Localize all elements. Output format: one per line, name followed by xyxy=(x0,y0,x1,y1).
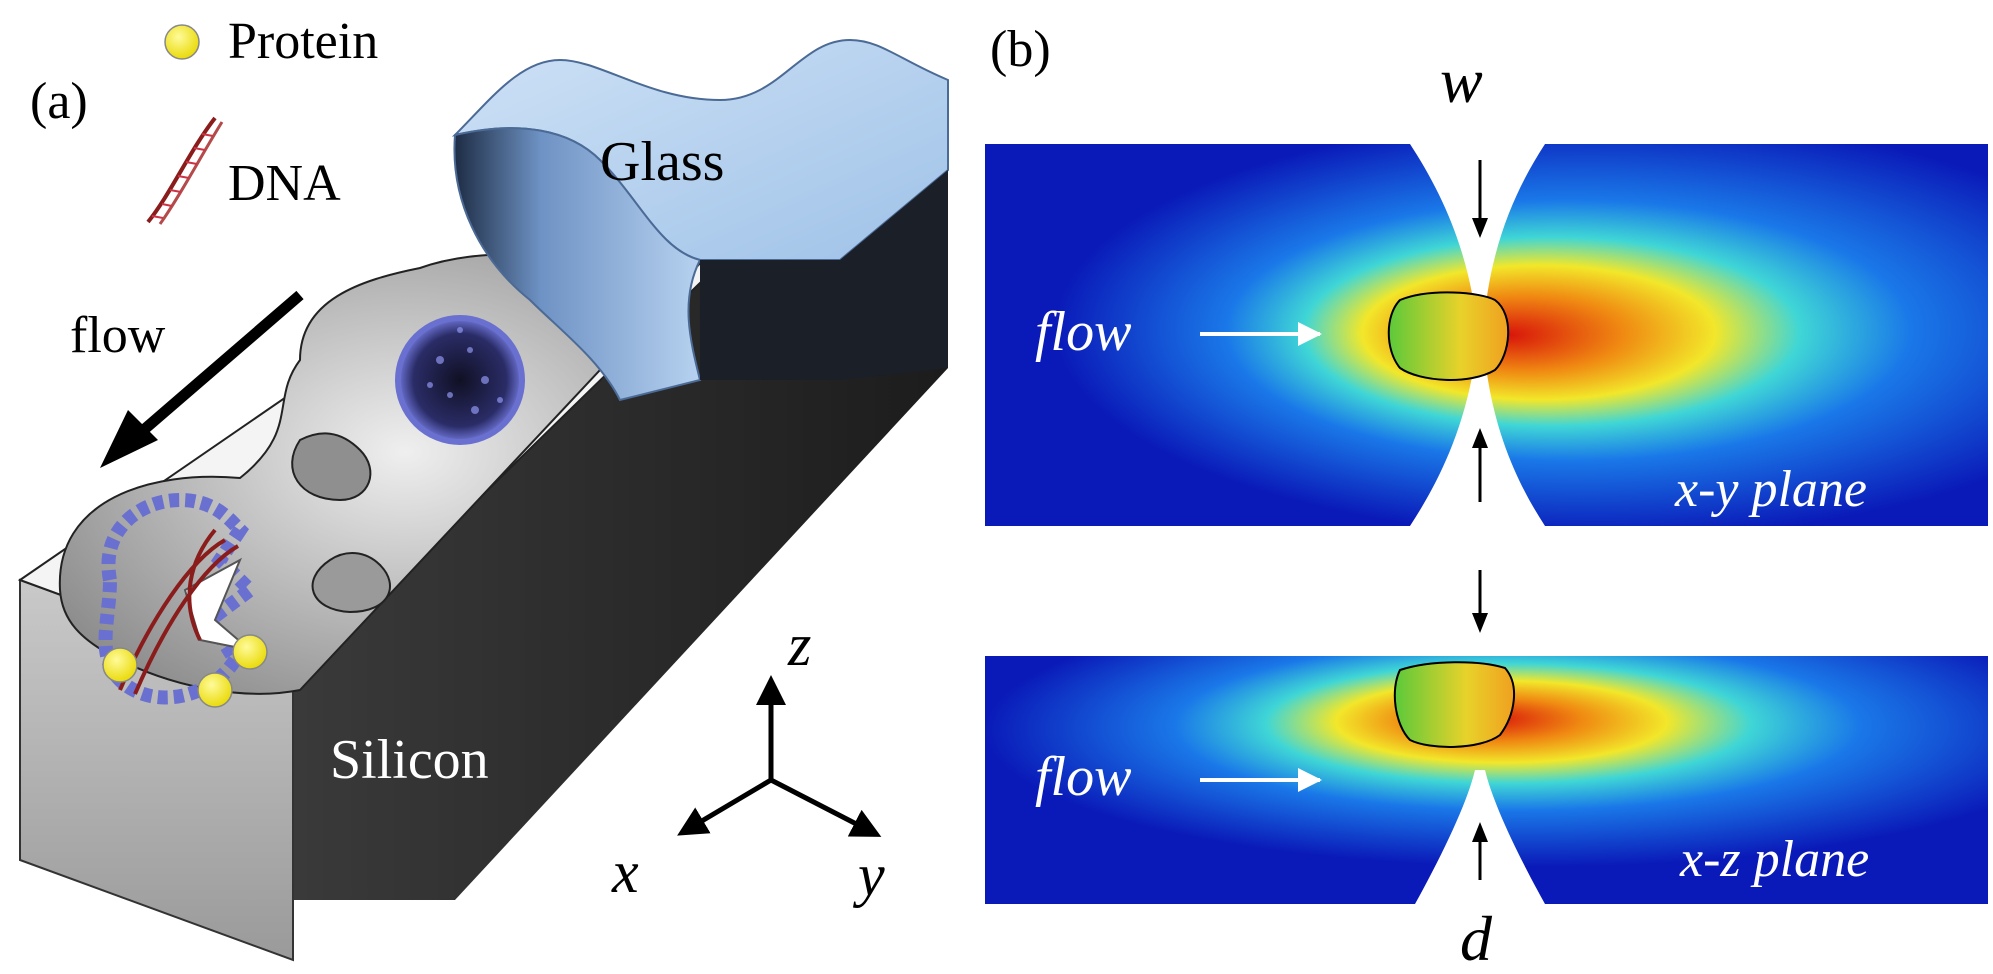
panel-b: (b) w d flow x-y plane flow x-z plane xyxy=(985,21,1988,974)
xy-plane-plot: flow x-y plane xyxy=(985,144,1988,526)
xz-plane-plot: flow x-z plane xyxy=(985,570,1988,904)
protein-legend-icon xyxy=(164,24,200,60)
dna-strand-2 xyxy=(187,528,217,641)
glass-cover xyxy=(451,38,949,402)
legend-protein-label: Protein xyxy=(228,13,378,70)
xz-flow-label: flow xyxy=(1035,746,1131,808)
flow-arrow xyxy=(128,290,304,445)
flow-label: flow xyxy=(70,307,166,364)
silicon-label: Silicon xyxy=(330,729,489,791)
w-label: w xyxy=(1440,45,1483,116)
flow-arrowhead xyxy=(100,410,158,468)
axis-z-label: z xyxy=(787,612,811,678)
legend: Protein DNA xyxy=(146,13,378,225)
intact-cell xyxy=(395,315,525,445)
xy-plane-label: x-y plane xyxy=(1674,461,1867,518)
axis-x-label: x xyxy=(611,839,639,905)
x-axis xyxy=(677,777,773,836)
constriction-left-lobe xyxy=(291,432,372,502)
axis-y-label: y xyxy=(852,842,885,908)
xy-flow-label: flow xyxy=(1035,301,1131,363)
panel-a-label: (a) xyxy=(30,73,88,130)
y-axis xyxy=(769,777,882,837)
xz-field xyxy=(985,656,1988,904)
panel-a: (a) Protein DNA flow xyxy=(17,13,949,962)
glass-label: Glass xyxy=(600,131,724,193)
panel-b-label: (b) xyxy=(990,21,1051,78)
protein-2 xyxy=(197,672,233,708)
protein-3 xyxy=(232,634,268,670)
d-label: d xyxy=(1460,903,1493,974)
xz-cell xyxy=(1393,661,1516,748)
xz-plane-label: x-z plane xyxy=(1679,831,1869,888)
constriction-right-lobe xyxy=(311,552,391,614)
dna-legend-icon xyxy=(146,116,224,225)
legend-dna-label: DNA xyxy=(228,155,341,212)
protein-1 xyxy=(102,647,138,683)
axes-triad xyxy=(677,675,882,837)
xy-cell xyxy=(1387,291,1510,381)
lysed-cell xyxy=(98,492,268,708)
